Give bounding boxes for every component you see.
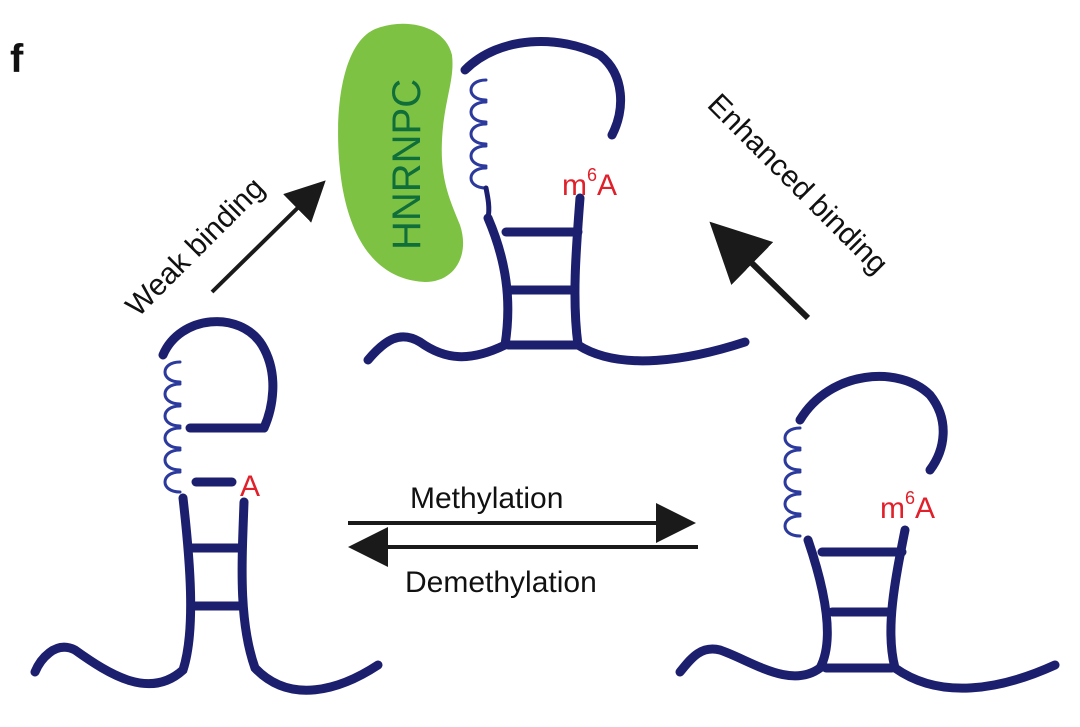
weak-binding-label: Weak binding (120, 171, 271, 322)
rna-right-right-strand (886, 525, 1060, 693)
rna-top-m6a-label: m6A (562, 165, 617, 202)
methylation-label: Methylation (410, 482, 563, 515)
rna-left-u-tract (163, 360, 182, 494)
rna-right-loop (795, 372, 948, 475)
rna-top-right-strand (570, 193, 750, 366)
rna-left-left-strand (30, 493, 196, 689)
weak-binding-arrow (210, 180, 326, 294)
rna-left (30, 317, 383, 695)
panel-letter: f (10, 37, 24, 81)
rna-left-loop (158, 317, 278, 433)
rna-top (363, 37, 750, 366)
protein-shape (338, 23, 464, 283)
rna-left-right-strand (237, 497, 383, 695)
hnrnpc-protein: HNRNPC (338, 23, 464, 283)
rna-top-loop (460, 37, 626, 140)
rna-top-u-tract (469, 78, 488, 190)
demethylation-label: Demethylation (405, 566, 597, 599)
rna-left-a-label: A (240, 470, 260, 503)
protein-label: HNRNPC (385, 79, 429, 250)
rna-right-u-tract (783, 426, 802, 538)
rna-right-left-strand (675, 535, 832, 681)
rna-right-m6a-label: m6A (880, 488, 935, 525)
rna-right (675, 372, 1060, 693)
rna-top-left-strand (363, 213, 513, 365)
enhanced-binding-arrow (709, 221, 811, 321)
enhanced-binding-label: Enhanced binding (701, 88, 894, 281)
